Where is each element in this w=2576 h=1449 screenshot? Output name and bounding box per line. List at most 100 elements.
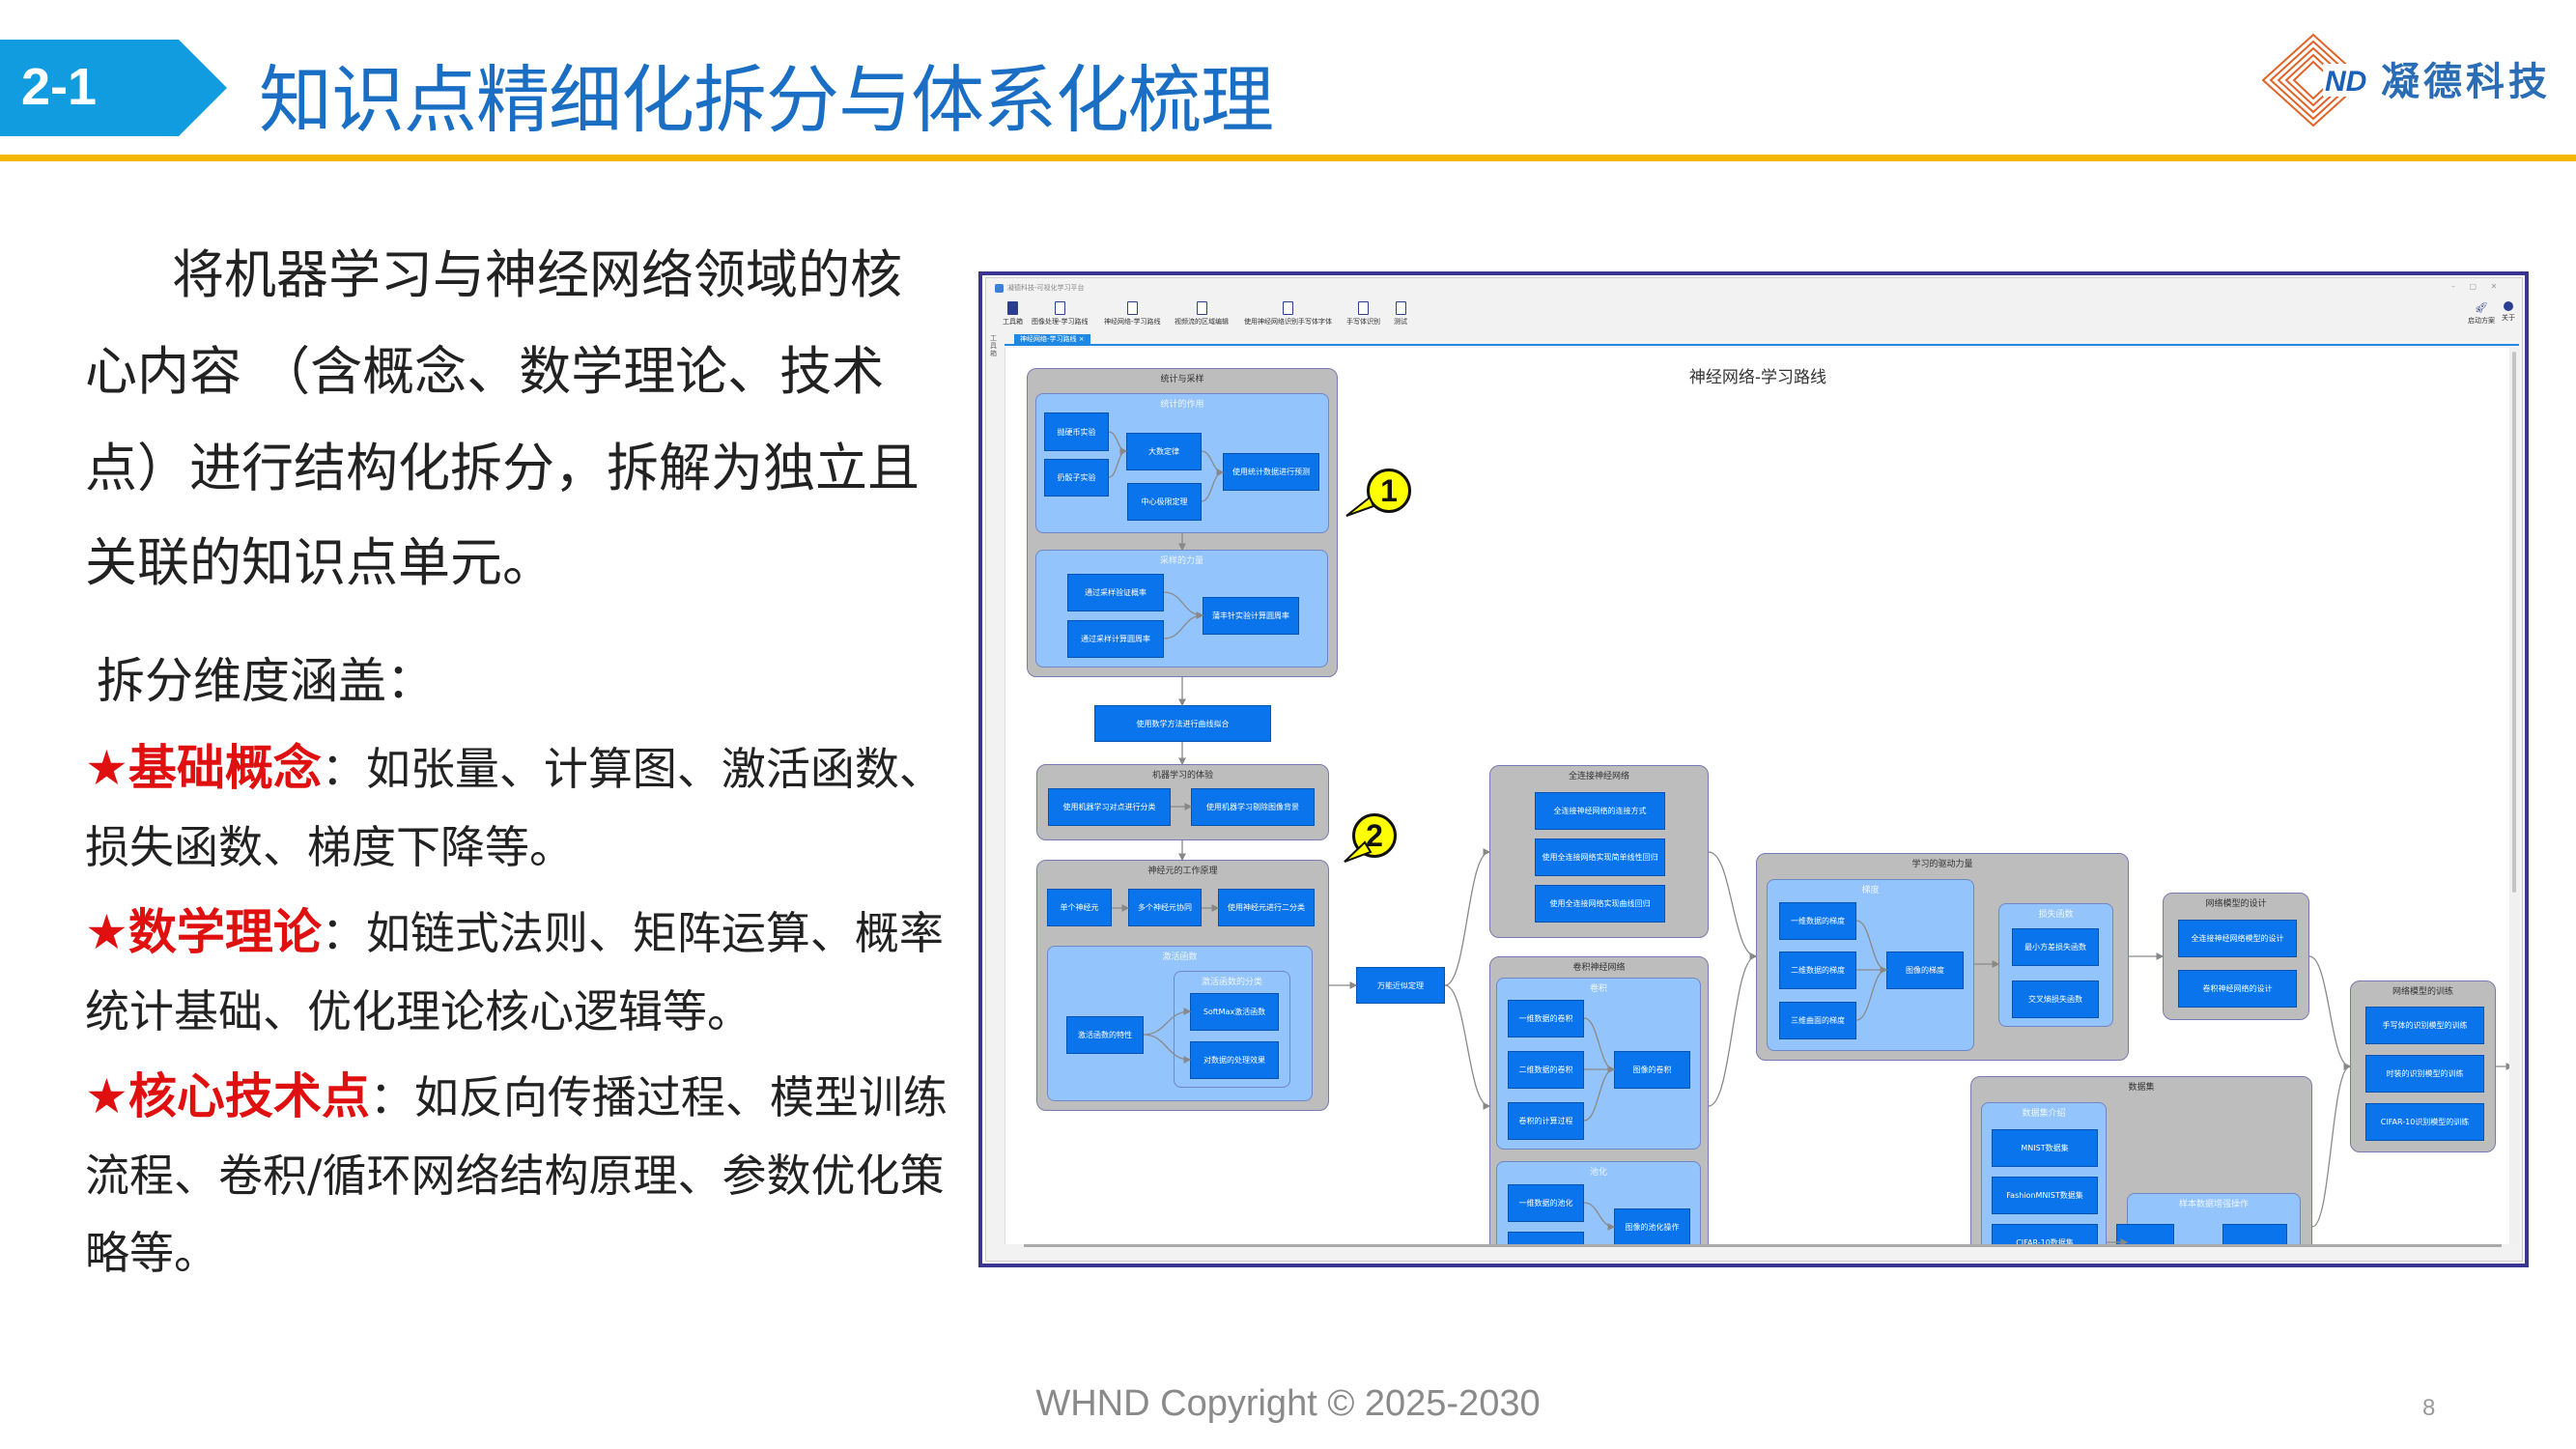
bullet-text: ：如反向传播过程、模型训练 — [369, 1071, 948, 1123]
toolbar-handwriting[interactable]: 手写体识别 — [1346, 301, 1380, 327]
diagram-node[interactable]: 全连接神经网络的连接方式 — [1535, 792, 1665, 830]
tab-nn-route[interactable]: 神经网络-学习路线 × — [1014, 334, 1090, 345]
diagram-node[interactable]: 通过采样验证概率 — [1067, 574, 1164, 611]
diagram-node[interactable]: 大数定律 — [1126, 433, 1202, 470]
document-icon — [1358, 301, 1369, 315]
document-icon — [1126, 301, 1138, 315]
diagram-node[interactable]: 交叉熵损失函数 — [2012, 980, 2099, 1018]
diagram-node[interactable]: FashionMNIST数据集 — [1992, 1177, 2098, 1214]
toolbar-test[interactable]: 测试 — [1394, 301, 1407, 327]
diagram-title: 神经网络-学习路线 — [1688, 368, 1827, 387]
bullet-text: 损失函数、梯度下降等。 — [85, 821, 574, 873]
diagram-node[interactable]: 图像的池化操作 — [1614, 1208, 1690, 1244]
copyright: WHND Copyright © 2025-2030 — [1035, 1383, 1541, 1424]
maximize-button[interactable]: ▢ — [2469, 282, 2477, 291]
diagram-node[interactable]: 中心极限定理 — [1127, 483, 1202, 521]
diagram-node[interactable]: 最小方差损失函数 — [2012, 928, 2099, 966]
scrollbar-thumb[interactable] — [2512, 352, 2516, 893]
diagram-node[interactable]: 对数据的处理效果 — [1190, 1041, 1279, 1079]
vertical-scrollbar[interactable] — [2509, 348, 2519, 1244]
group-title: 数据集 — [2128, 1083, 2155, 1093]
page-title: 知识点精细化拆分与体系化梳理 — [259, 57, 1274, 143]
side-tab-toolbox[interactable]: 工具箱 — [990, 334, 997, 357]
minimize-button[interactable]: – — [2451, 282, 2455, 291]
diagram-node[interactable]: 时装的识别模型的训练 — [2365, 1055, 2484, 1093]
diagram-node[interactable]: 万能近似定理 — [1356, 967, 1445, 1004]
document-icon — [1395, 301, 1406, 315]
diagram-node[interactable]: 卷积的计算过程 — [1508, 1102, 1584, 1140]
diagram-node[interactable]: 三维曲面的梯度 — [1779, 1002, 1856, 1039]
header-divider — [0, 155, 2576, 161]
diagram-node[interactable]: 图像的卷积 — [1614, 1051, 1690, 1089]
diagram-node[interactable]: 二维数据的卷积 — [1508, 1051, 1584, 1089]
group-title: 损失函数 — [2038, 910, 2074, 920]
toolbar-about[interactable]: 关于 — [2502, 301, 2515, 323]
diagram-node[interactable]: 卷积神经网络的设计 — [2178, 970, 2297, 1008]
svg-text:ND: ND — [2325, 66, 2366, 98]
diagram-node[interactable]: 全连接神经网络模型的设计 — [2178, 920, 2297, 957]
diagram-node[interactable]: 蒲丰针实验计算圆周率 — [1203, 597, 1299, 635]
diagram-canvas[interactable]: 神经网络-学习路线 统计与采样机器学习的体验神经元的工作原理全连接神经网络卷积神… — [1005, 348, 2509, 1244]
diagram-node[interactable]: 使用统计数据进行预测 — [1223, 453, 1319, 491]
intro-line: 心内容 （含概念、数学理论、技术 — [85, 341, 885, 402]
company-name: 凝德科技 — [2381, 59, 2551, 104]
diagram-edge — [1708, 952, 1758, 1107]
diagram-node[interactable]: 单个神经元 — [1047, 889, 1112, 926]
diagram-node[interactable]: 使用数学方法进行曲线拟合 — [1094, 705, 1271, 742]
diagram-node[interactable]: 使用机器学习剔除图像背景 — [1191, 788, 1315, 826]
toolbar-nn-route[interactable]: 神经网络-学习路线 — [1104, 301, 1161, 327]
diagram-node[interactable]: 扔骰子实验 — [1044, 459, 1109, 497]
diagram-node[interactable] — [2222, 1224, 2287, 1244]
diagram-node[interactable]: 一维数据的卷积 — [1508, 1000, 1584, 1037]
diagram-node[interactable]: 一维数据的梯度 — [1779, 902, 1856, 940]
diagram-node[interactable]: 手写体的识别模型的训练 — [2365, 1007, 2484, 1044]
group-title: 网络模型的设计 — [2205, 899, 2267, 909]
diagram-node[interactable]: 激活函数的特性 — [1066, 1016, 1144, 1054]
bullet-text: 略等。 — [85, 1227, 218, 1279]
intro-line: 将机器学习与神经网络领域的核 — [172, 244, 902, 305]
diagram-node[interactable]: 二维数据的梯度 — [1779, 952, 1856, 989]
diagram-node[interactable]: 使用全连接网络实现曲线回归 — [1535, 885, 1665, 923]
bullet-core-tech: ★核心技术点：如反向传播过程、模型训练 — [85, 1058, 948, 1127]
diagram-node[interactable]: 图像的梯度 — [1886, 952, 1964, 989]
diagram-node[interactable]: MNIST数据集 — [1992, 1129, 2098, 1167]
horizontal-scrollbar[interactable] — [1024, 1244, 2502, 1247]
group-title: 卷积 — [1589, 984, 1607, 994]
group-title: 样本数据增强操作 — [2178, 1200, 2249, 1209]
document-icon — [1054, 301, 1065, 315]
diagram-node[interactable]: 使用全连接网络实现简单线性回归 — [1535, 838, 1665, 876]
toolbar-label: 启动方案 — [2468, 317, 2495, 325]
diagram-node[interactable]: CIFAR-10数据集 — [1992, 1224, 2098, 1244]
group-title: 池化 — [1589, 1168, 1607, 1178]
group-title: 网络模型的训练 — [2392, 987, 2453, 997]
toolbar-label: 工具箱 — [1003, 318, 1023, 326]
diagram-node[interactable] — [1508, 1232, 1584, 1244]
close-button[interactable]: ✕ — [2490, 282, 2498, 291]
window-controls[interactable]: – ▢ ✕ — [2451, 282, 2497, 291]
diagram-node[interactable]: 一维数据的池化 — [1508, 1184, 1584, 1222]
diagram-node[interactable]: 使用机器学习对点进行分类 — [1048, 788, 1171, 826]
diagram-node[interactable]: 抛硬币实验 — [1044, 412, 1109, 451]
toolbar-launch[interactable]: 🚀︎启动方案 — [2468, 301, 2495, 326]
diagram-node[interactable] — [2116, 1224, 2174, 1244]
company-logo: ND — [2261, 33, 2369, 128]
diagram-subgroup[interactable]: 数据集介绍 — [1981, 1102, 2107, 1244]
toolbar-toolbox[interactable]: 工具箱 — [1003, 301, 1023, 327]
bullet-basic-concepts: ★基础概念：如张量、计算图、激活函数、 — [85, 729, 944, 799]
toolbar-image-route[interactable]: 图像处理-学习路线 — [1032, 301, 1089, 327]
group-title: 卷积神经网络 — [1572, 963, 1626, 973]
diagram-node[interactable]: CIFAR-10识别模型的训练 — [2365, 1103, 2484, 1141]
tab-label: 神经网络-学习路线 — [1020, 335, 1077, 343]
app-icon — [995, 284, 1004, 293]
diagram-node[interactable]: 多个神经元协同 — [1128, 889, 1202, 926]
tab-underline — [1005, 344, 2519, 346]
diagram-node[interactable]: SoftMax激活函数 — [1190, 993, 1279, 1031]
bullet-math-theory: ★数学理论：如链式法则、矩阵运算、概率 — [85, 894, 944, 963]
toolbar-handwriting-nn[interactable]: 使用神经网络识别手写体字体 — [1244, 301, 1332, 327]
window-title: 凝德科技-可视化学习平台 — [1007, 284, 1085, 292]
tab-close-icon[interactable]: × — [1078, 335, 1085, 343]
group-title: 梯度 — [1861, 886, 1880, 895]
toolbar-video-edit[interactable]: 视频流的区域编辑 — [1175, 301, 1229, 327]
diagram-node[interactable]: 使用神经元进行二分类 — [1218, 889, 1315, 926]
diagram-node[interactable]: 通过采样计算圆周率 — [1067, 620, 1164, 658]
